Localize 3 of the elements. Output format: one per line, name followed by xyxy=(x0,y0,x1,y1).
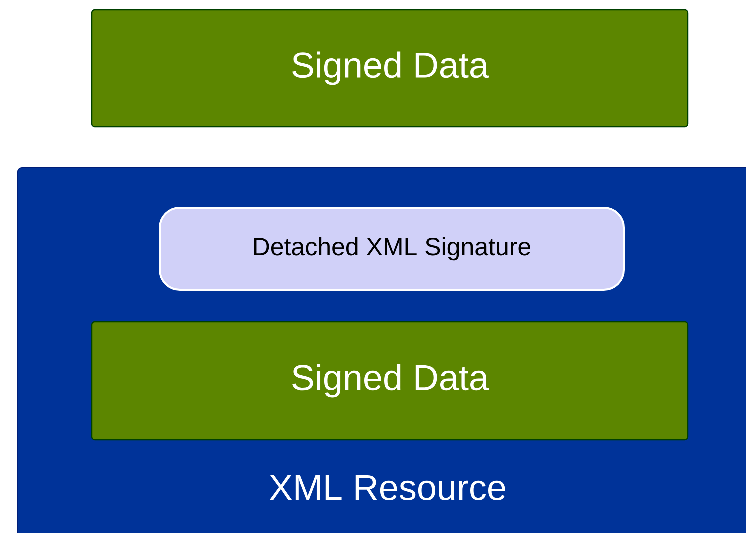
data-box: Signed Data xyxy=(91,9,689,128)
signature-pill: Detached XML Signature xyxy=(159,207,625,291)
data-box: Signed Data xyxy=(91,321,689,441)
